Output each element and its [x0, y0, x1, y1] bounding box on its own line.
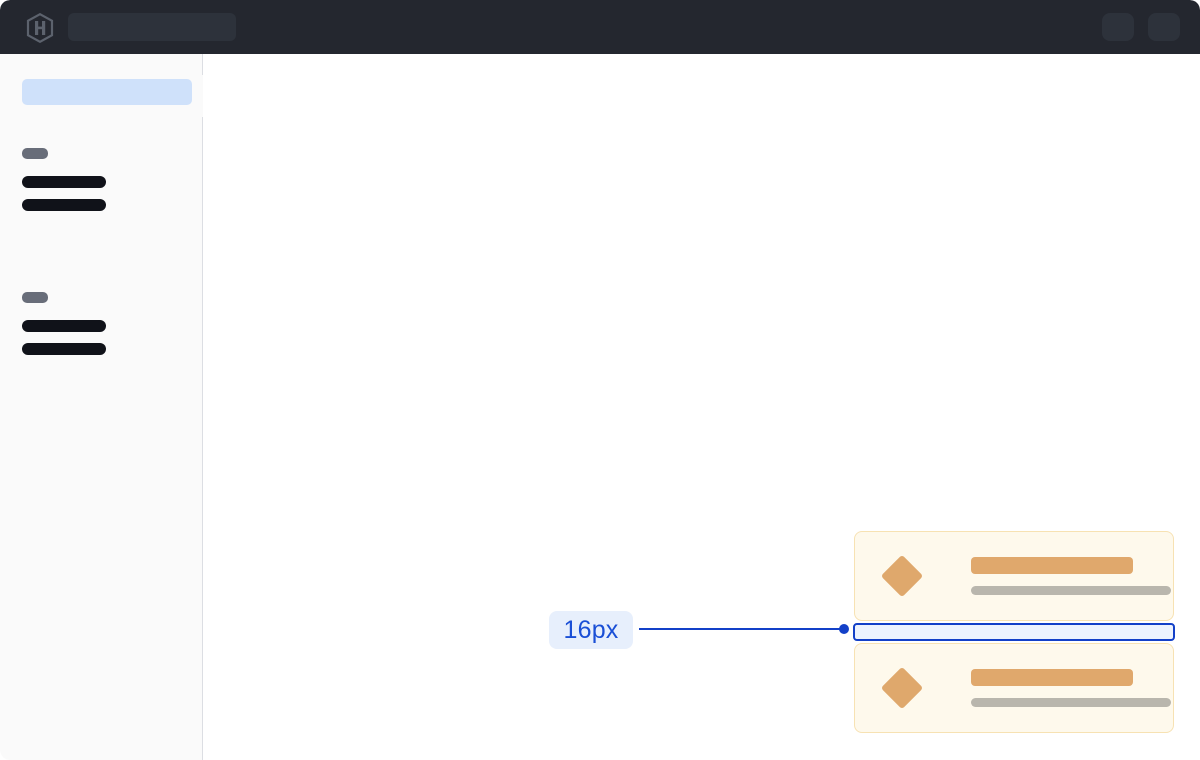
app-body: 16px [0, 54, 1200, 760]
diamond-icon [880, 554, 924, 598]
info-card-2-text [971, 669, 1171, 707]
topbar-chip-2[interactable] [1148, 13, 1180, 41]
sidebar-item-2-1[interactable] [22, 320, 106, 332]
info-card-2-title [971, 669, 1133, 686]
sidebar-group-1-label [22, 148, 48, 159]
info-card-1[interactable] [854, 531, 1174, 621]
card-stack [853, 531, 1175, 733]
info-card-2-subtitle [971, 698, 1171, 707]
info-card-1-text [971, 557, 1171, 595]
top-navigation-bar [0, 0, 1200, 54]
sidebar-item-1-1[interactable] [22, 176, 106, 188]
info-card-1-title [971, 557, 1133, 574]
canvas-area: 16px [203, 54, 1200, 760]
sidebar-item-2-2[interactable] [22, 343, 106, 355]
sidebar [0, 54, 203, 760]
info-card-2[interactable] [854, 643, 1174, 733]
hexagon-h-logo-icon[interactable] [26, 13, 54, 43]
info-card-1-subtitle [971, 586, 1171, 595]
sidebar-group-1 [22, 148, 106, 211]
global-search-input[interactable] [68, 13, 236, 41]
spacing-leader-line [639, 628, 847, 630]
sidebar-item-active[interactable] [22, 79, 192, 105]
spacing-leader-dot-icon [839, 624, 849, 634]
topbar-right-actions [1102, 13, 1180, 41]
topbar-chip-1[interactable] [1102, 13, 1134, 41]
sidebar-group-2 [22, 292, 106, 355]
sidebar-item-1-2[interactable] [22, 199, 106, 211]
diamond-icon [880, 666, 924, 710]
spacing-measurement-label: 16px [549, 611, 633, 649]
spacing-gap-highlight[interactable] [853, 623, 1175, 641]
sidebar-group-2-label [22, 292, 48, 303]
